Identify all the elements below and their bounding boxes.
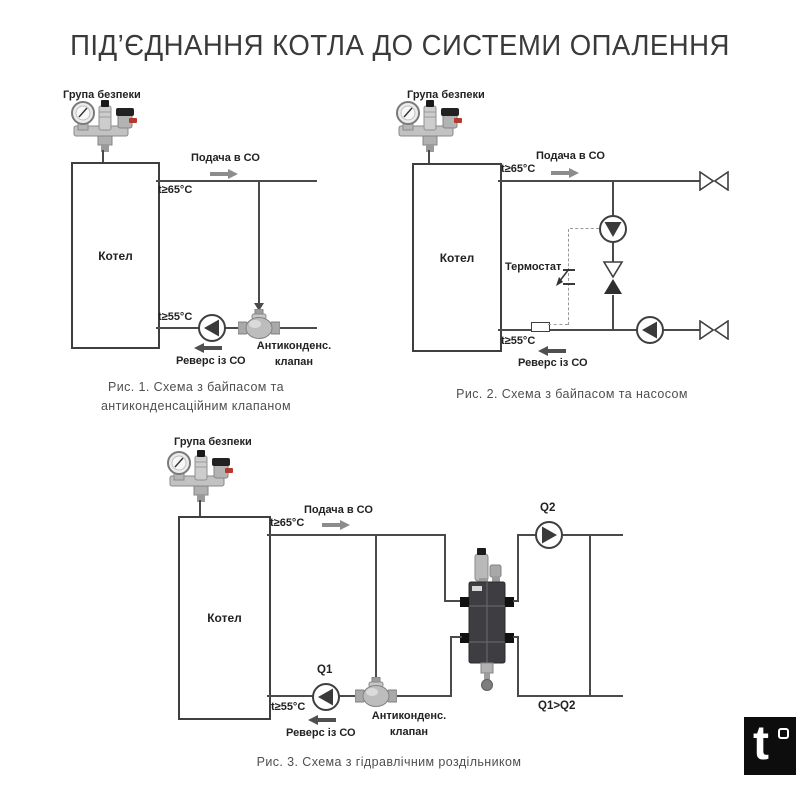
- d3-bypass-pipe: [375, 535, 377, 679]
- d3-supply-temp: t≥65°C: [270, 517, 305, 529]
- d1-anticondensation-valve-icon: [238, 309, 280, 343]
- d3-separator-outlet-bottom: [513, 636, 519, 638]
- d1-supply-arrow-icon: [210, 169, 238, 179]
- d2-check-valve-icon: [602, 261, 624, 295]
- d2-thermostat-tick-bottom: [563, 283, 575, 285]
- d1-pump-icon: [197, 313, 227, 343]
- d3-pump1-label: Q1: [317, 664, 333, 676]
- d3-boiler-label: Котел: [207, 611, 242, 625]
- d2-return-pipe: [498, 329, 700, 331]
- d3-return-label: Реверс із СО: [286, 727, 356, 739]
- d3-safety-group-label: Група безпеки: [174, 436, 252, 448]
- d1-safety-group-icon: [66, 100, 142, 152]
- d3-load-loop-pipe: [589, 535, 591, 697]
- d2-return-label: Реверс із СО: [518, 357, 588, 369]
- d1-caption-line1: Рис. 1. Схема з байпасом та: [108, 380, 284, 394]
- d3-separator-inlet-top: [444, 600, 460, 602]
- d3-pump2-label: Q2: [540, 502, 556, 514]
- d3-supply-drop-pipe: [444, 535, 446, 601]
- d2-thermostat-label: Термостат: [505, 261, 562, 273]
- d1-valve-label: Антиконденс. клапан: [246, 340, 342, 368]
- d2-return-pump-icon: [635, 315, 665, 345]
- d2-supply-label: Подача в СО: [536, 150, 605, 162]
- d3-riser-top-right: [517, 535, 519, 601]
- d1-valve-label-line2: клапан: [274, 356, 314, 368]
- d3-supply-pipe: [267, 534, 446, 536]
- d3-safety-group-stem: [199, 500, 201, 516]
- d2-boiler: Котел: [412, 163, 502, 352]
- d2-safety-group-icon: [391, 100, 467, 152]
- d1-return-arrow-icon: [194, 343, 222, 353]
- d3-safety-group-icon: [162, 450, 238, 502]
- brand-logo-degree-icon: [778, 728, 789, 739]
- d1-supply-label: Подача в СО: [191, 152, 260, 164]
- d1-bypass-pipe: [258, 181, 260, 303]
- d2-bypass-pipe-mid: [612, 242, 614, 263]
- page-title: ПІД’ЄДНАННЯ КОТЛА ДО СИСТЕМИ ОПАЛЕННЯ: [70, 30, 730, 62]
- d2-supply-valve-icon: [699, 171, 729, 191]
- d3-load-supply-pipe: [517, 534, 623, 536]
- d2-bypass-pipe-lower: [612, 295, 614, 330]
- d3-drop-bottom-right: [517, 637, 519, 697]
- d3-hydraulic-separator-icon: [459, 548, 515, 693]
- d1-supply-pipe: [156, 180, 317, 182]
- d2-supply-pipe: [498, 180, 700, 182]
- d2-supply-arrow-icon: [551, 168, 579, 178]
- d3-return-temp: t≥55°C: [271, 701, 306, 713]
- d1-boiler: Котел: [71, 162, 160, 349]
- d2-supply-temp: t≥65°C: [501, 163, 536, 175]
- d3-load-return-pipe: [517, 695, 623, 697]
- d1-bypass-arrowhead: [254, 303, 264, 311]
- d3-boiler: Котел: [178, 516, 271, 720]
- d2-return-valve-icon: [699, 320, 729, 340]
- d3-pump2-icon: [534, 520, 564, 550]
- d3-supply-arrow-icon: [322, 520, 350, 530]
- d1-return-temp: t≥55°C: [158, 311, 193, 323]
- d3-supply-label: Подача в СО: [304, 504, 373, 516]
- d2-bypass-pipe-upper: [612, 181, 614, 217]
- d3-valve-label: Антиконденс. клапан: [361, 710, 457, 738]
- d3-return-arrow-icon: [308, 715, 336, 725]
- d3-flow-note: Q1>Q2: [538, 700, 576, 712]
- d2-pipe-sensor: [531, 322, 550, 332]
- d2-bypass-pump-icon: [598, 214, 628, 244]
- d2-dashed-link-h1: [548, 324, 568, 325]
- d3-anticondensation-valve-icon: [355, 677, 397, 711]
- d2-boiler-label: Котел: [439, 250, 475, 265]
- d1-boiler-label: Котел: [98, 248, 133, 263]
- d1-caption: Рис. 1. Схема з байпасом та антиконденса…: [76, 378, 316, 417]
- d3-pump1-icon: [311, 682, 341, 712]
- d2-dashed-link-v: [568, 229, 569, 325]
- d1-safety-group-label: Група безпеки: [63, 89, 141, 101]
- d2-return-temp: t≥55°C: [501, 335, 536, 347]
- d3-valve-label-line2: клапан: [389, 726, 429, 738]
- d1-return-pipe: [156, 327, 317, 329]
- d1-valve-label-line1: Антиконденс.: [256, 340, 332, 352]
- d3-valve-label-line1: Антиконденс.: [371, 710, 447, 722]
- d1-caption-line2: антиконденсаційним клапаном: [100, 399, 292, 414]
- d2-caption: Рис. 2. Схема з байпасом та насосом: [456, 387, 688, 401]
- d3-separator-inlet-bottom: [450, 636, 462, 638]
- d1-return-label: Реверс із СО: [176, 355, 246, 367]
- d2-dashed-link-h2: [570, 228, 599, 229]
- d2-safety-group-stem: [428, 150, 430, 163]
- brand-logo-letter: t: [753, 717, 769, 770]
- d2-return-arrow-icon: [538, 346, 566, 356]
- d1-safety-group-stem: [102, 150, 104, 163]
- d3-return-riser: [450, 637, 452, 697]
- d3-caption: Рис. 3. Схема з гідравлічним роздільнико…: [256, 755, 522, 769]
- brand-logo: t: [744, 717, 796, 775]
- d2-safety-group-label: Група безпеки: [407, 89, 485, 101]
- d3-separator-outlet-top: [513, 600, 519, 602]
- d1-supply-temp: t≥65°C: [158, 184, 193, 196]
